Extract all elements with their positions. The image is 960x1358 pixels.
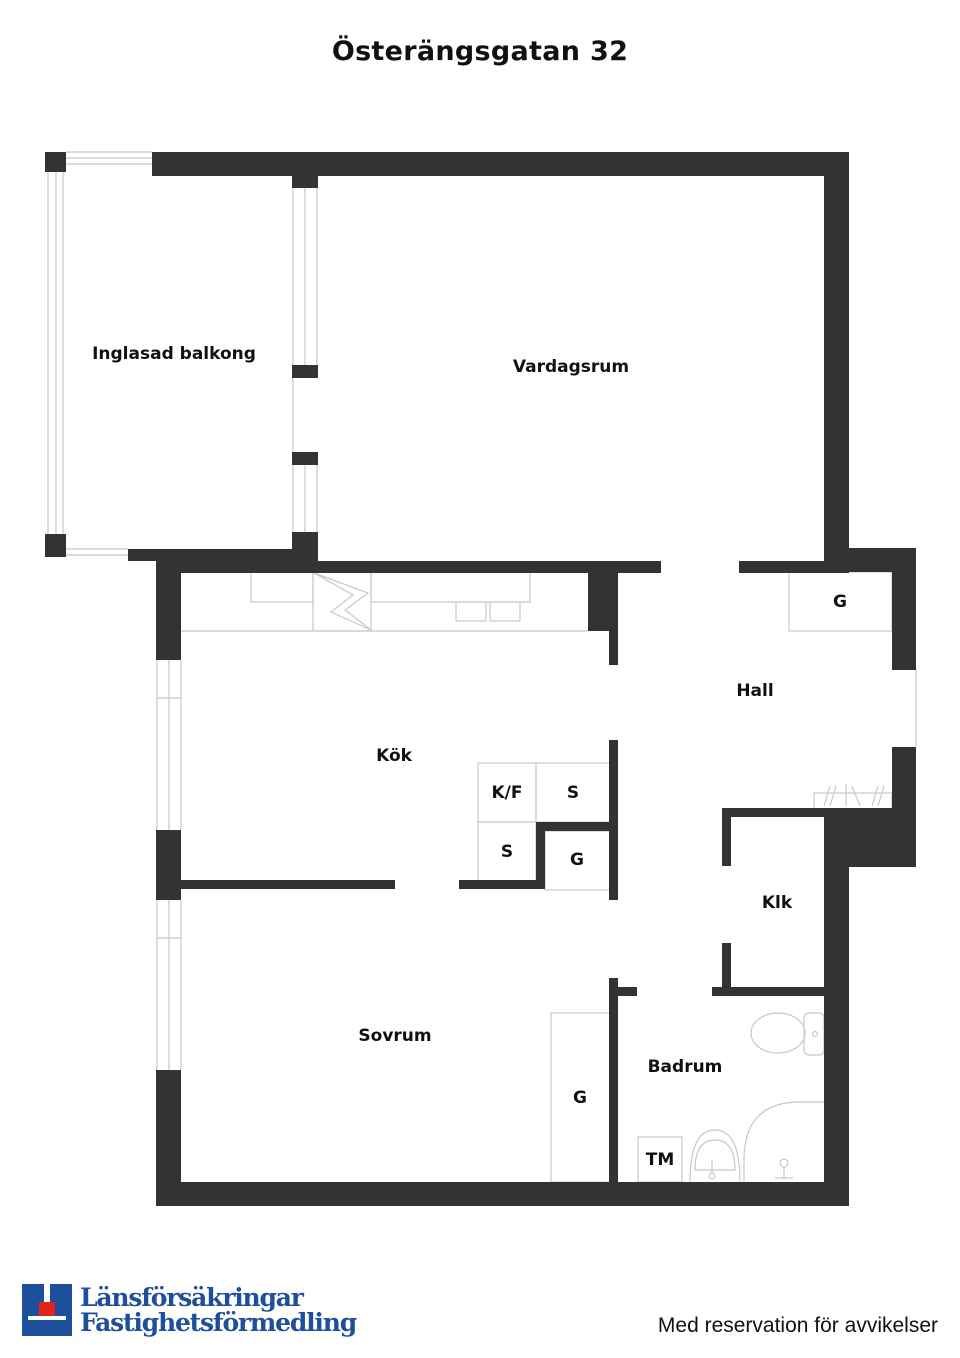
walls bbox=[45, 152, 916, 1206]
logo-line-1: Länsförsäkringar bbox=[80, 1283, 304, 1312]
room-label-closet: Klk bbox=[761, 893, 793, 913]
room-label-living-room: Vardagsrum bbox=[512, 357, 630, 377]
logo-line-2: Fastighetsförmedling bbox=[80, 1308, 357, 1337]
fixture-label-storage-1: S bbox=[566, 783, 580, 803]
room-label-bathroom: Badrum bbox=[647, 1057, 723, 1077]
room-label-hall: Hall bbox=[736, 681, 774, 701]
room-label-balcony: Inglasad balkong bbox=[92, 344, 256, 364]
page-title: Österängsgatan 32 bbox=[331, 36, 629, 67]
fixture-label-washing-machine: TM bbox=[645, 1150, 675, 1170]
room-label-kitchen: Kök bbox=[376, 746, 412, 766]
fixture-label-kitchen-wardrobe: G bbox=[570, 850, 584, 870]
fixture-label-storage-2: S bbox=[500, 842, 514, 862]
fixture-label-fridge-freezer: K/F bbox=[491, 783, 523, 803]
fixture-label-bedroom-wardrobe: G bbox=[573, 1088, 587, 1108]
fixture-label-hall-wardrobe: G bbox=[833, 592, 847, 612]
fixture-lines bbox=[47, 151, 917, 1183]
room-label-bedroom: Sovrum bbox=[358, 1026, 432, 1046]
logo-mark-icon bbox=[22, 1284, 72, 1336]
company-logo: Länsförsäkringar Fastighetsförmedling bbox=[22, 1283, 357, 1337]
disclaimer-text: Med reservation för avvikelser bbox=[657, 1314, 938, 1337]
